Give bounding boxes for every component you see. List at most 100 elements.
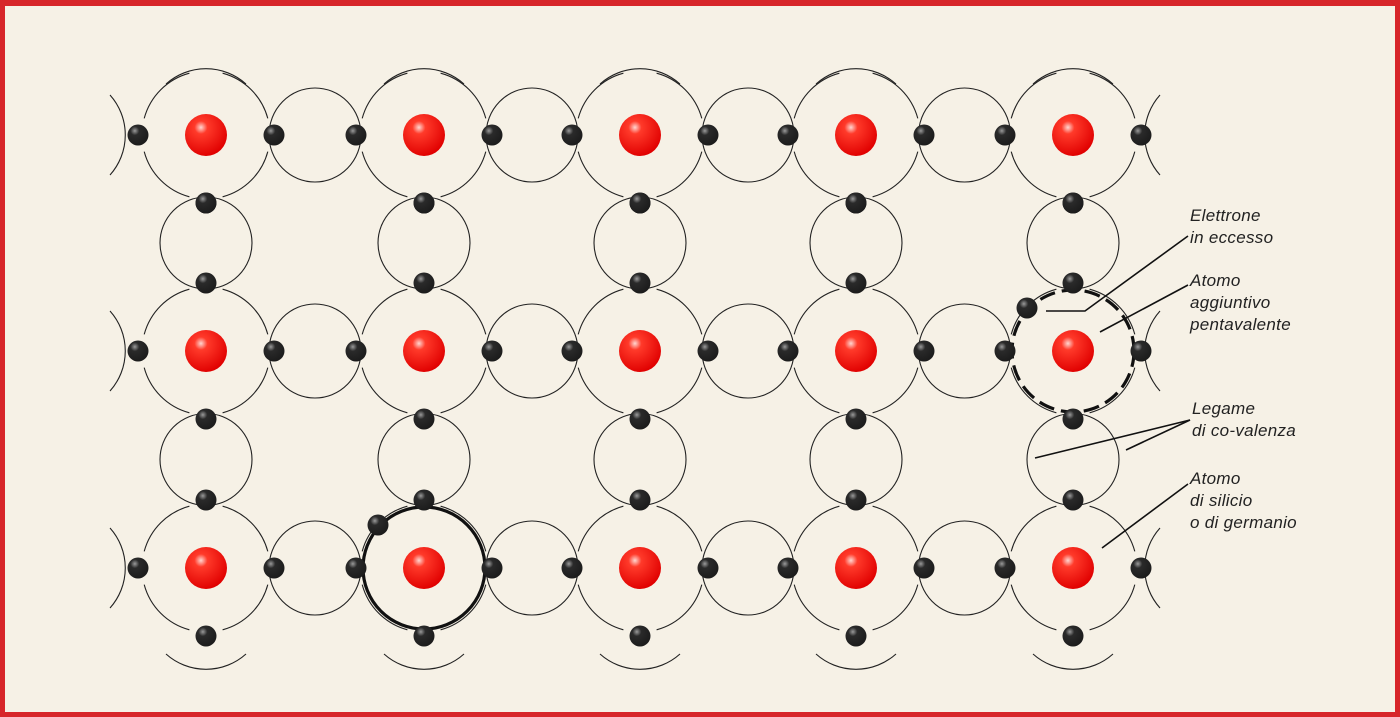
electron: [128, 125, 149, 146]
atom-nucleus: [185, 547, 227, 589]
electron: [846, 273, 867, 294]
shell-arc: [441, 289, 486, 334]
label-line: Elettrone: [1190, 205, 1273, 227]
electron: [414, 626, 435, 647]
electron: [346, 558, 367, 579]
leader-line-covalent-bond: [1035, 420, 1190, 458]
leader-line-pentavalent-atom: [1100, 285, 1188, 332]
shell-arc: [873, 289, 918, 334]
shell-arc: [223, 289, 268, 334]
electron: [482, 125, 503, 146]
atom-nucleus: [619, 330, 661, 372]
outer-bond-arc: [110, 311, 125, 391]
label-line: Legame: [1192, 398, 1296, 420]
electron: [846, 490, 867, 511]
shell-arc: [223, 368, 268, 413]
atom-nucleus: [835, 547, 877, 589]
shell-arc: [362, 73, 407, 118]
shell-arc: [1011, 506, 1056, 551]
shell-arc: [873, 152, 918, 197]
electron: [698, 341, 719, 362]
shell-arc: [657, 73, 702, 118]
shell-arc: [873, 73, 918, 118]
label-line: o di germanio: [1190, 512, 1297, 534]
outer-bond-arc: [600, 654, 680, 669]
shell-arc: [144, 289, 189, 334]
atom-nucleus: [835, 330, 877, 372]
electron: [196, 626, 217, 647]
shell-arc: [223, 73, 268, 118]
shell-arc: [657, 368, 702, 413]
electron: [562, 558, 583, 579]
outer-bond-arc: [1033, 654, 1113, 669]
electron: [1063, 490, 1084, 511]
shell-arc: [362, 289, 407, 334]
leader-line-covalent-bond: [1126, 420, 1190, 450]
outer-bond-arc: [110, 95, 125, 175]
outer-bond-arc: [384, 69, 464, 84]
atom-nucleus: [619, 114, 661, 156]
label-line: di silicio: [1190, 490, 1297, 512]
atom-nucleus: [185, 114, 227, 156]
atom-nucleus: [835, 114, 877, 156]
outer-bond-arc: [816, 654, 896, 669]
electron: [1063, 409, 1084, 430]
shell-arc: [223, 585, 268, 630]
shell-arc: [657, 152, 702, 197]
shell-arc: [578, 585, 623, 630]
label-line: pentavalente: [1190, 314, 1291, 336]
shell-arc: [578, 368, 623, 413]
electron: [1131, 125, 1152, 146]
electron: [846, 409, 867, 430]
outer-bond-arc: [166, 654, 246, 669]
electron: [482, 341, 503, 362]
shell-arc: [441, 152, 486, 197]
electron: [995, 341, 1016, 362]
shell-arc: [1090, 73, 1135, 118]
electron: [1063, 626, 1084, 647]
electron: [846, 626, 867, 647]
electron: [778, 341, 799, 362]
shell-arc: [873, 506, 918, 551]
electron: [995, 125, 1016, 146]
shell-arc: [1090, 152, 1135, 197]
shell-arc: [873, 585, 918, 630]
outer-bond-arc: [816, 69, 896, 84]
shell-arc: [1011, 73, 1056, 118]
electron: [264, 125, 285, 146]
label-line: di co-valenza: [1192, 420, 1296, 442]
electron: [630, 490, 651, 511]
shell-arc: [362, 368, 407, 413]
shell-arc: [1090, 585, 1135, 630]
atom-nucleus: [403, 330, 445, 372]
leader-line-silicon-atom: [1102, 484, 1188, 548]
electron: [995, 558, 1016, 579]
outer-bond-arc: [110, 528, 125, 608]
label-covalent-bond: Legame di co-valenza: [1192, 398, 1296, 442]
shell-arc: [657, 585, 702, 630]
leader-line-excess-electron: [1046, 236, 1188, 311]
electron: [914, 341, 935, 362]
shell-arc: [1011, 152, 1056, 197]
shell-arc: [794, 506, 839, 551]
electron: [562, 125, 583, 146]
outer-bond-arc: [1033, 69, 1113, 84]
label-line: aggiuntivo: [1190, 292, 1291, 314]
electron: [264, 558, 285, 579]
electron: [414, 409, 435, 430]
electron: [630, 409, 651, 430]
electron: [368, 515, 389, 536]
label-silicon-atom: Atomo di silicio o di germanio: [1190, 468, 1297, 534]
atom-nucleus: [1052, 114, 1094, 156]
label-line: in eccesso: [1190, 227, 1273, 249]
atom-nucleus: [403, 114, 445, 156]
electron: [196, 273, 217, 294]
electron: [1131, 558, 1152, 579]
electron: [196, 490, 217, 511]
electron: [630, 273, 651, 294]
electron: [196, 193, 217, 214]
electron: [630, 193, 651, 214]
electron: [128, 341, 149, 362]
electron: [778, 558, 799, 579]
